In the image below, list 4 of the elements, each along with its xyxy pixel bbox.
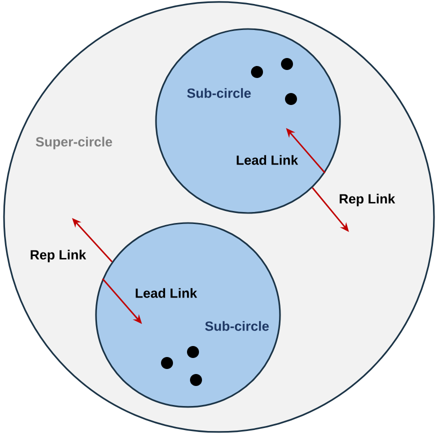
edge-label: Rep Link: [340, 194, 396, 206]
edge-label: Rep Link: [30, 250, 86, 262]
edge-label: Lead Link: [236, 155, 298, 165]
edge-label: Lead Link: [136, 288, 198, 298]
